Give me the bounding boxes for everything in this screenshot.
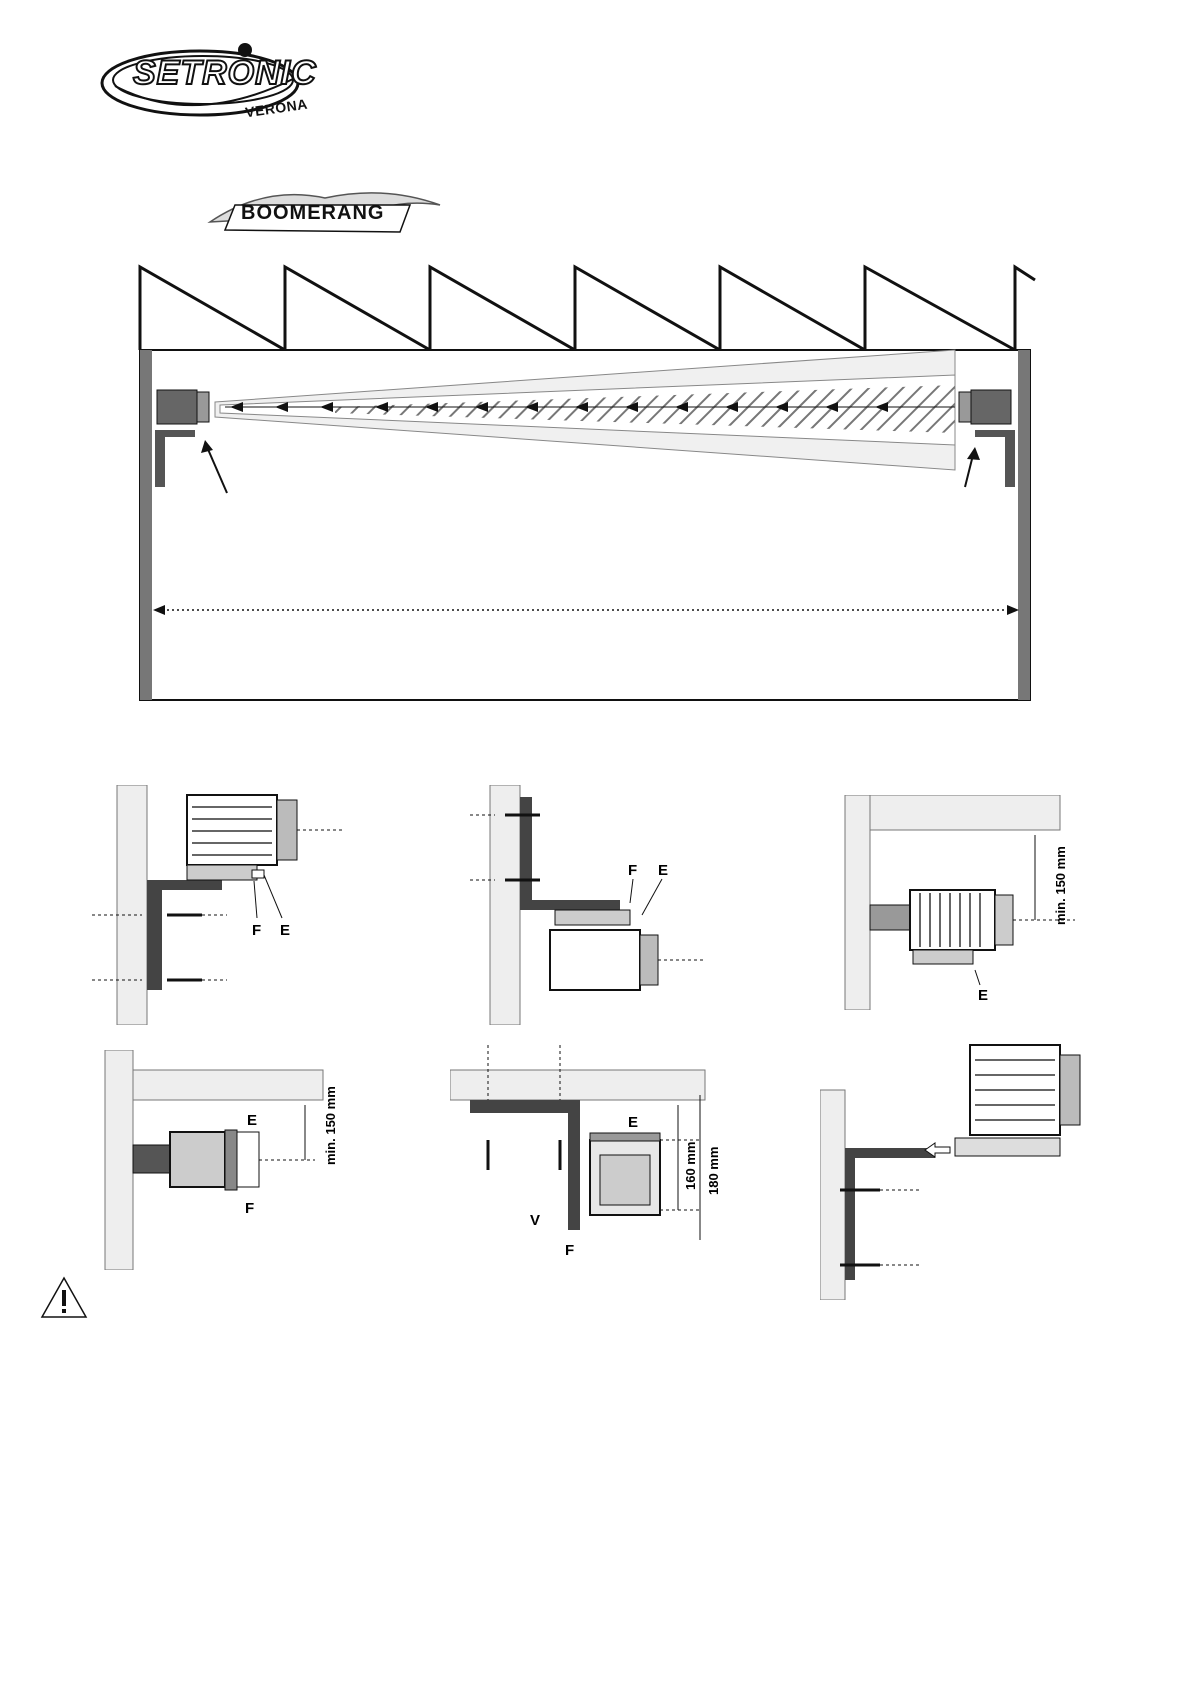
mounting-diagram-wall-bracket-bottom: F E xyxy=(470,785,730,1025)
label-e: E xyxy=(628,1114,638,1131)
product-name: BOOMERANG xyxy=(241,202,384,225)
dimension-label: min. 150 mm xyxy=(1053,846,1068,925)
label-e: E xyxy=(280,922,290,939)
label-f: F xyxy=(628,862,637,879)
label-f: F xyxy=(245,1200,254,1217)
sawtooth-roof xyxy=(140,267,1035,350)
label-e: E xyxy=(247,1112,257,1129)
setronic-logo: SETRONIC VERONA xyxy=(95,38,315,133)
installation-overview-diagram xyxy=(135,255,1040,705)
mounting-diagram-ceiling-bracket: 160 mm 180 mm E V F xyxy=(450,1045,750,1270)
label-v: V xyxy=(530,1212,540,1229)
mounting-diagram-corner-front: min. 150 mm E F xyxy=(100,1050,355,1270)
label-e: E xyxy=(658,862,668,879)
mounting-diagram-slide-in xyxy=(820,1040,1100,1300)
brand-name: SETRONIC xyxy=(133,54,317,93)
dimension-outer: 180 mm xyxy=(706,1147,721,1195)
label-f: F xyxy=(565,1242,574,1259)
dimension-label: min. 150 mm xyxy=(323,1086,338,1165)
label-f: F xyxy=(252,922,261,939)
boomerang-logo: BOOMERANG xyxy=(205,180,445,240)
dimension-inner: 160 mm xyxy=(683,1142,698,1190)
mounting-diagram-corner-side: min. 150 mm E xyxy=(835,795,1095,1010)
label-e: E xyxy=(978,987,988,1004)
mounting-diagram-wall-bracket-top: F E xyxy=(92,785,352,1025)
warning-icon xyxy=(40,1275,88,1320)
